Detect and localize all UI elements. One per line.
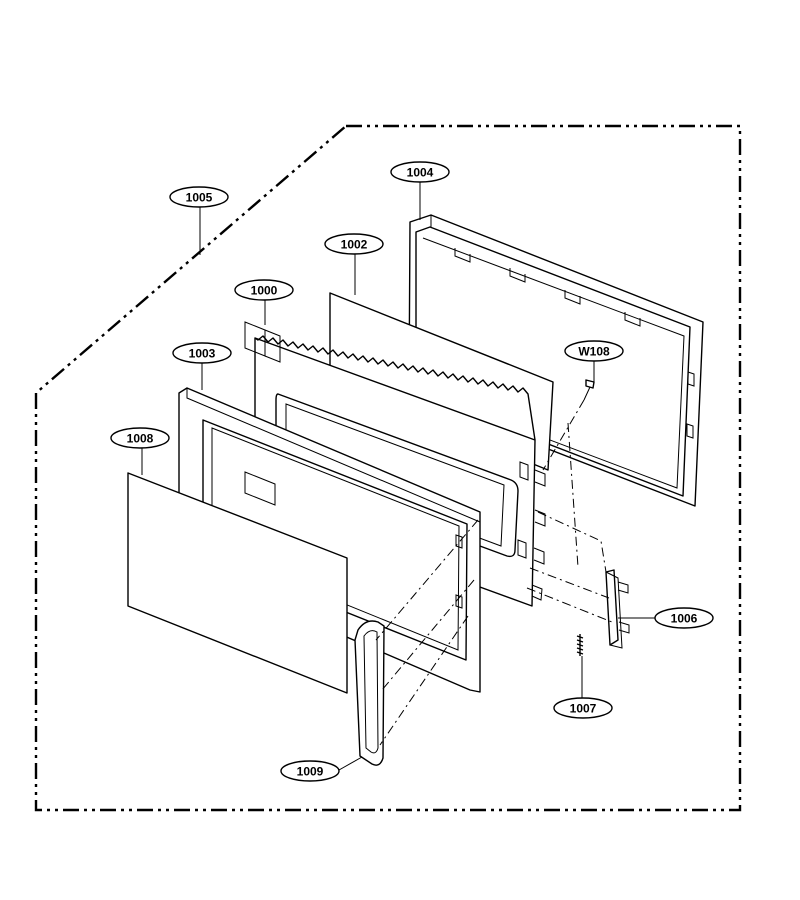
- callout-1009: 1009: [280, 760, 340, 782]
- callout-label: 1003: [189, 347, 216, 361]
- latch-part: [605, 569, 630, 649]
- callout-1002: 1002: [324, 233, 384, 255]
- callout-W108: W108: [564, 340, 624, 362]
- callout-label: 1008: [127, 432, 154, 446]
- callout-1006: 1006: [654, 607, 714, 629]
- callout-label: 1006: [671, 612, 698, 626]
- callout-label: 1000: [251, 284, 278, 298]
- assembly-boundary: [34, 124, 742, 812]
- callout-1008: 1008: [110, 427, 170, 449]
- assembly-guides: [375, 399, 613, 746]
- screw-part: [583, 379, 595, 401]
- callout-1005: 1005: [169, 186, 229, 208]
- callout-1004: 1004: [390, 161, 450, 183]
- callout-1000: 1000: [234, 279, 294, 301]
- callout-label: 1005: [186, 191, 213, 205]
- callout-label: 1009: [297, 765, 324, 779]
- handle-part: [354, 620, 385, 766]
- callout-label: 1004: [407, 166, 434, 180]
- callout-1007: 1007: [553, 697, 613, 719]
- front-panel-part: [127, 472, 348, 694]
- leader-lines: [141, 182, 655, 771]
- callout-label: W108: [578, 345, 610, 359]
- spring-part: [576, 634, 584, 656]
- callout-label: 1007: [570, 702, 597, 716]
- callout-label: 1002: [341, 238, 368, 252]
- callout-1003: 1003: [172, 342, 232, 364]
